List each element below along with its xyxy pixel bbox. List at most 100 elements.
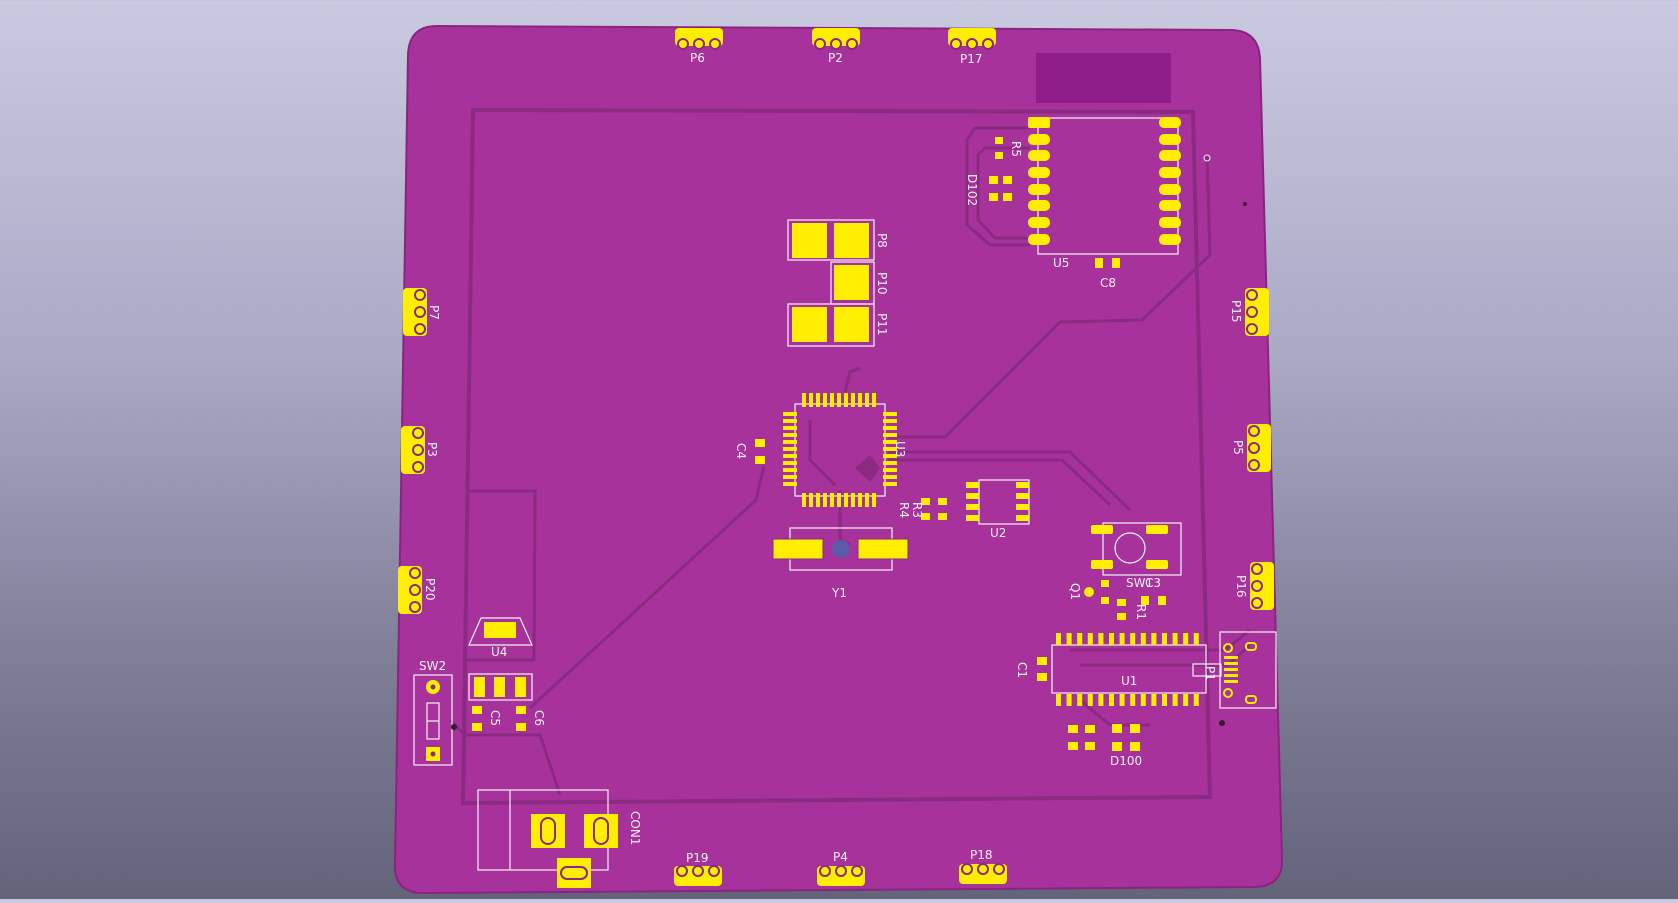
pad-icon bbox=[802, 393, 806, 407]
pad-icon bbox=[1056, 633, 1061, 645]
footprint-r3[interactable]: R3 bbox=[910, 498, 947, 520]
connector-p1[interactable]: P1 bbox=[1192, 631, 1277, 709]
pad-cluster-p8-p10-p11[interactable]: P8 P10 P11 bbox=[787, 219, 889, 347]
pad-icon bbox=[783, 440, 797, 444]
pad-icon bbox=[1066, 694, 1072, 706]
pad-icon bbox=[1087, 694, 1093, 706]
footprint-c5[interactable]: C5 bbox=[472, 706, 502, 731]
footprint-r4[interactable]: R4 bbox=[897, 498, 930, 520]
pad-icon bbox=[809, 493, 813, 507]
label-p19: P19 bbox=[686, 851, 709, 865]
pad-icon bbox=[1183, 633, 1189, 645]
footprint-q1[interactable]: Q1 bbox=[1068, 580, 1109, 604]
pad-icon bbox=[783, 468, 797, 472]
footprint-c4[interactable]: C4 bbox=[734, 439, 765, 464]
header-p20[interactable]: P20 bbox=[398, 566, 437, 614]
pad-icon bbox=[823, 493, 827, 507]
label-p11: P11 bbox=[875, 313, 889, 336]
pad-icon bbox=[783, 461, 797, 465]
label-r1: R1 bbox=[1134, 604, 1148, 620]
pad-icon bbox=[1130, 694, 1136, 706]
header-p2[interactable]: P2 bbox=[812, 28, 860, 65]
label-sw1: SW1 bbox=[1126, 576, 1153, 590]
label-p15: P15 bbox=[1229, 300, 1243, 323]
board-inner-outline bbox=[460, 107, 1213, 806]
pad-icon bbox=[1087, 633, 1093, 645]
label-p7: P7 bbox=[427, 305, 441, 320]
pad-icon bbox=[783, 412, 797, 416]
label-c5: C5 bbox=[488, 710, 502, 726]
pad-icon bbox=[1172, 694, 1178, 706]
header-p17[interactable]: P17 bbox=[948, 28, 996, 66]
pad-icon bbox=[1193, 633, 1199, 645]
footprint-c8[interactable]: C8 bbox=[1095, 258, 1120, 290]
label-p20: P20 bbox=[423, 578, 437, 601]
pad-icon bbox=[809, 393, 813, 407]
footprint-u3[interactable]: U3 bbox=[783, 393, 907, 507]
pad-icon bbox=[1066, 633, 1072, 645]
footprint-sw1[interactable]: SW1 bbox=[1091, 522, 1182, 590]
header-p6[interactable]: P6 bbox=[675, 28, 723, 65]
header-p19[interactable]: P19 bbox=[674, 851, 722, 886]
header-p18[interactable]: P18 bbox=[959, 848, 1007, 884]
pad-icon bbox=[883, 454, 897, 458]
pad-icon bbox=[1109, 633, 1114, 645]
pad-icon bbox=[865, 393, 869, 407]
label-con1: CON1 bbox=[628, 811, 642, 845]
pad-icon bbox=[1119, 694, 1125, 706]
pad-icon bbox=[858, 493, 862, 507]
component-keepout-area bbox=[1036, 53, 1171, 103]
header-p15[interactable]: P15 bbox=[1229, 288, 1269, 336]
pcb-board[interactable] bbox=[393, 24, 1284, 895]
pad-icon bbox=[837, 393, 841, 407]
header-p4[interactable]: P4 bbox=[817, 850, 865, 886]
label-sw2: SW2 bbox=[419, 659, 446, 673]
footprint-r5[interactable]: R5 bbox=[995, 137, 1023, 159]
pad-icon bbox=[783, 454, 797, 458]
label-p3: P3 bbox=[425, 442, 439, 457]
label-u5: U5 bbox=[1053, 256, 1069, 270]
pad-icon bbox=[844, 493, 848, 507]
pad-icon bbox=[872, 493, 876, 507]
footprint-u1[interactable]: U1 bbox=[1051, 633, 1207, 706]
footprint-u5[interactable]: U5 bbox=[1028, 117, 1181, 270]
label-c6: C6 bbox=[532, 710, 546, 726]
header-p5[interactable]: P5 bbox=[1231, 424, 1271, 472]
label-c4: C4 bbox=[734, 443, 748, 459]
label-d100: D100 bbox=[1110, 754, 1142, 768]
label-p5: P5 bbox=[1231, 440, 1245, 455]
u4-zone-outline bbox=[467, 489, 537, 662]
pad-icon bbox=[872, 393, 876, 407]
footprint-d102[interactable]: D102 bbox=[965, 174, 1012, 206]
label-c3: C3 bbox=[1145, 576, 1161, 590]
footprint-c6[interactable]: C6 bbox=[516, 706, 546, 731]
label-p8: P8 bbox=[875, 233, 889, 248]
footprint-d100[interactable]: D100 bbox=[1068, 724, 1142, 768]
pad-icon bbox=[816, 393, 820, 407]
footprint-u4[interactable]: U4 bbox=[468, 617, 533, 701]
pad-icon bbox=[783, 475, 797, 479]
header-p7[interactable]: P7 bbox=[403, 288, 441, 336]
pad-icon bbox=[1151, 633, 1157, 645]
pad-icon bbox=[883, 475, 897, 479]
pad-icon bbox=[865, 493, 869, 507]
pad-icon bbox=[1172, 633, 1178, 645]
pad-icon bbox=[858, 393, 862, 407]
label-u4: U4 bbox=[491, 645, 507, 659]
footprint-r1[interactable]: R1 bbox=[1117, 599, 1148, 620]
label-q1: Q1 bbox=[1068, 583, 1082, 600]
pad-icon bbox=[1162, 633, 1167, 645]
footprint-y1[interactable]: Y1 bbox=[772, 527, 909, 600]
header-p3[interactable]: P3 bbox=[401, 426, 439, 474]
label-p18: P18 bbox=[970, 848, 993, 862]
pad-icon bbox=[883, 482, 897, 486]
header-p16[interactable]: P16 bbox=[1234, 562, 1274, 610]
footprint-sw2[interactable]: SW2 bbox=[413, 659, 453, 766]
connector-con1[interactable]: CON1 bbox=[477, 789, 642, 888]
footprint-u2[interactable]: U2 bbox=[966, 479, 1030, 540]
footprint-c1[interactable]: C1 bbox=[1015, 657, 1047, 681]
label-d102: D102 bbox=[965, 174, 979, 206]
footprint-c3[interactable]: C3 bbox=[1141, 576, 1166, 605]
pad-icon bbox=[816, 493, 820, 507]
